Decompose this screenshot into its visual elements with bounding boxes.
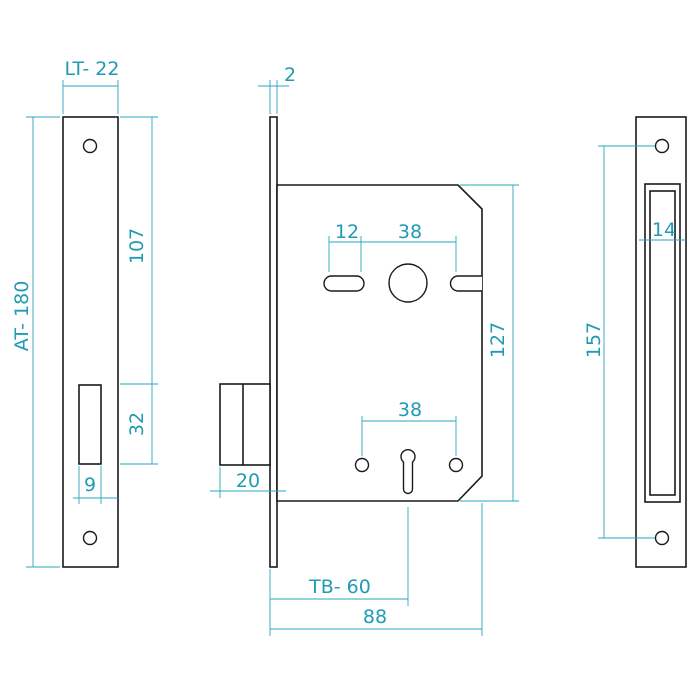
dimension-127: 127 bbox=[460, 184, 519, 502]
strike-plate-view bbox=[635, 116, 687, 568]
dimension-157: 157 bbox=[583, 145, 655, 539]
dimension-14-label: 14 bbox=[652, 219, 676, 241]
dimension-38-top: 38 bbox=[361, 221, 457, 272]
faceplate-bolt-slot bbox=[78, 384, 102, 465]
dimension-at: AT- 180 bbox=[11, 116, 60, 568]
dimension-12-label: 12 bbox=[335, 221, 359, 243]
strike-top-screw-hole bbox=[654, 138, 670, 154]
dimension-lt-label: LT- 22 bbox=[65, 58, 120, 80]
dimension-14: 14 bbox=[639, 219, 686, 241]
faceplate-top-screw-hole bbox=[82, 138, 98, 154]
faceplate-view bbox=[62, 116, 119, 568]
dimension-at-label: AT- 180 bbox=[11, 281, 33, 352]
dimension-107: 107 bbox=[120, 116, 158, 385]
dimension-9-label: 9 bbox=[84, 474, 96, 496]
dimension-127-label: 127 bbox=[487, 322, 509, 358]
dimension-107-label: 107 bbox=[126, 228, 148, 264]
dimension-38-bottom: 38 bbox=[361, 399, 457, 456]
case-screw-hole-right bbox=[448, 457, 464, 473]
dimension-2-label: 2 bbox=[284, 64, 296, 86]
case-slot-left bbox=[323, 275, 365, 292]
dimension-32-label: 32 bbox=[126, 412, 148, 436]
dimension-32: 32 bbox=[120, 384, 158, 465]
dimension-tb: TB- 60 bbox=[269, 507, 409, 636]
lock-body-view bbox=[219, 116, 483, 568]
dimension-9: 9 bbox=[73, 466, 118, 504]
faceplate-bottom-screw-hole bbox=[82, 530, 98, 546]
dimension-20: 20 bbox=[210, 467, 286, 498]
strike-bottom-screw-hole bbox=[654, 530, 670, 546]
dimension-2: 2 bbox=[258, 64, 296, 114]
dimension-lt: LT- 22 bbox=[62, 58, 120, 114]
dimension-tb-label: TB- 60 bbox=[308, 576, 371, 598]
strike-box-inner bbox=[649, 190, 676, 496]
dimension-38-bottom-label: 38 bbox=[398, 399, 422, 421]
dimension-88-label: 88 bbox=[363, 606, 387, 628]
dimension-157-label: 157 bbox=[583, 322, 605, 358]
case-screw-hole-left bbox=[354, 457, 370, 473]
case-notch-right bbox=[449, 275, 482, 292]
deadbolt bbox=[219, 383, 271, 466]
keyhole bbox=[400, 448, 416, 495]
faceplate bbox=[62, 116, 119, 568]
dimension-20-label: 20 bbox=[236, 470, 260, 492]
lock-forend-plate bbox=[269, 116, 278, 568]
lock-case bbox=[276, 184, 483, 502]
dimension-38-top-label: 38 bbox=[398, 221, 422, 243]
dimension-12: 12 bbox=[328, 221, 362, 272]
dimension-88: 88 bbox=[270, 503, 483, 636]
follower-hole bbox=[388, 263, 428, 303]
